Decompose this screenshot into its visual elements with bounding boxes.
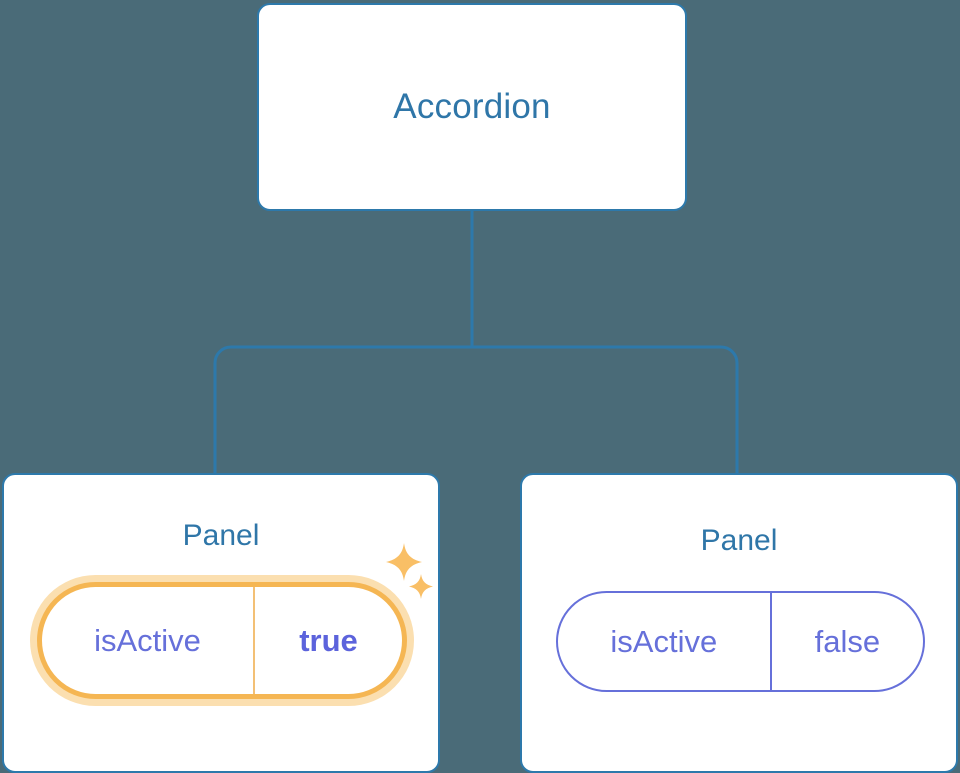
edge-branch-right xyxy=(472,345,739,474)
prop-value: true xyxy=(253,587,402,694)
tree-node-accordion[interactable]: Accordion xyxy=(257,3,687,211)
component-tree-canvas: Accordion Panel isActive true Panel isAc… xyxy=(2,3,958,773)
panel-node-title: Panel xyxy=(182,519,260,552)
panel-node-title: Panel xyxy=(700,524,778,557)
edge-branch-left xyxy=(213,345,472,474)
prop-pill-isactive-true[interactable]: isActive true xyxy=(37,582,407,699)
prop-pill-isactive-false[interactable]: isActive false xyxy=(556,591,925,692)
prop-key: isActive xyxy=(610,624,718,659)
prop-value: false xyxy=(769,593,923,690)
prop-key: isActive xyxy=(94,623,201,658)
root-node-title: Accordion xyxy=(393,87,551,126)
